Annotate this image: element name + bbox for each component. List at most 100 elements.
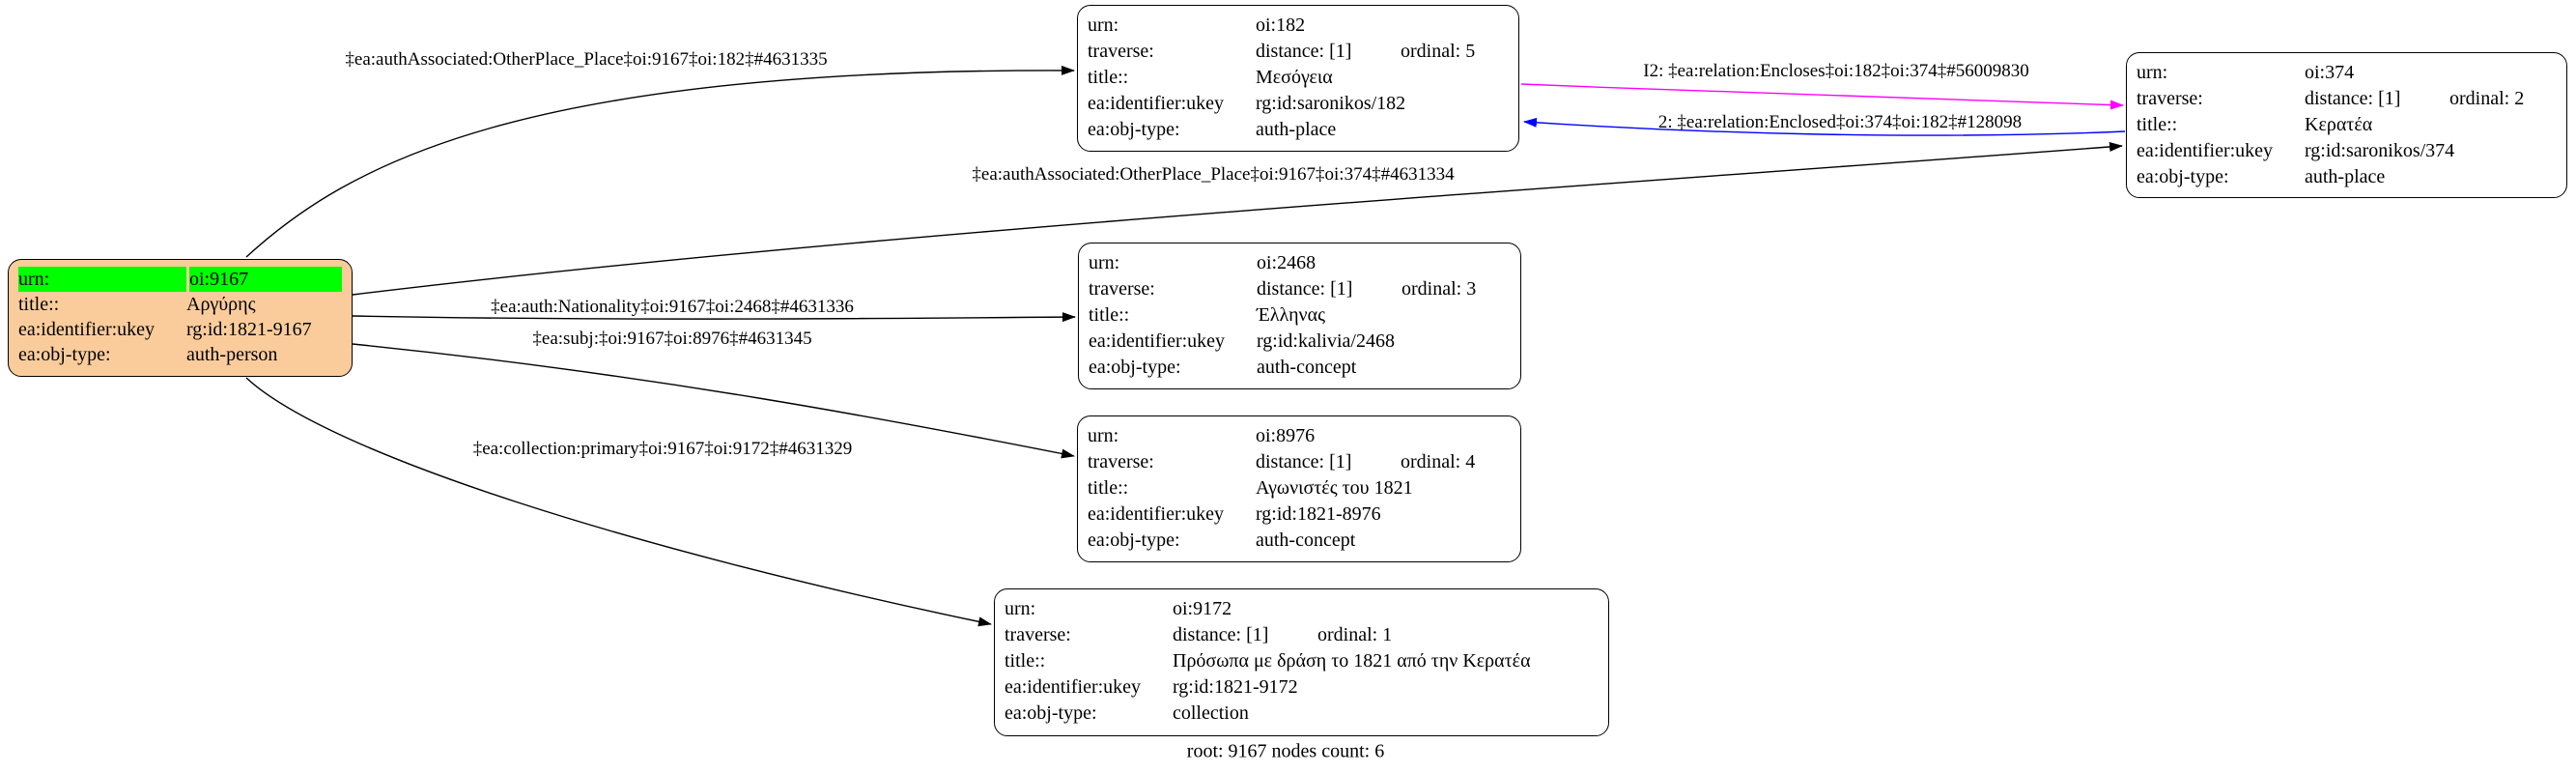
field-row-urn: urn: oi:374 bbox=[2137, 60, 2557, 86]
field-label-objtype: ea:obj-type: bbox=[1089, 357, 1181, 378]
node-oi-182: urn: oi:182 traverse: distance: [1]ordin… bbox=[1077, 5, 1519, 152]
field-value-urn: oi:374 bbox=[2305, 62, 2355, 83]
field-row-title: title:: Αγωνιστές του 1821 bbox=[1088, 475, 1511, 501]
field-label-traverse: traverse: bbox=[1088, 451, 1154, 472]
field-row-objtype: ea:obj-type: auth-concept bbox=[1088, 528, 1511, 554]
field-value-objtype: auth-concept bbox=[1257, 357, 1357, 378]
field-row-traverse: traverse: distance: [1] ordinal: 4 bbox=[1088, 449, 1511, 475]
field-row-objtype: ea:obj-type: auth-place bbox=[1088, 117, 1509, 143]
field-label-objtype: ea:obj-type: bbox=[18, 344, 111, 365]
field-row-ukey: ea:identifier:ukey rg:id:1821-9172 bbox=[1005, 674, 1599, 701]
traverse-distance: distance: [1] bbox=[1257, 278, 1353, 300]
field-label-title: title:: bbox=[1088, 477, 1129, 499]
field-value-title: Μεσόγεια bbox=[1256, 67, 1333, 88]
field-label-traverse: traverse: bbox=[1005, 624, 1071, 645]
field-value-ukey: rg:id:kalivia/2468 bbox=[1257, 330, 1395, 352]
field-row-urn: urn: oi:182 bbox=[1088, 13, 1509, 39]
edge-9167-374 bbox=[352, 141, 2123, 296]
traverse-distance: distance: [1] bbox=[1256, 451, 1352, 472]
field-label-title: title:: bbox=[1089, 304, 1130, 326]
field-value-title: Κερατέα bbox=[2305, 114, 2373, 135]
field-label-title: title:: bbox=[1005, 650, 1046, 672]
field-row-urn: urn: oi:9167 bbox=[18, 267, 342, 292]
node-oi-374: urn: oi:374 traverse: distance: [1] ordin… bbox=[2126, 52, 2567, 198]
field-value-ukey: rg:id:1821-9172 bbox=[1173, 676, 1298, 698]
field-value-title: Πρόσωπα με δράση το 1821 από την Κερατέα bbox=[1173, 650, 1531, 672]
edge-label-9167-182: ‡ea:authAssociated:OtherPlace_Place‡oi:9… bbox=[345, 49, 828, 70]
field-value-urn: oi:9172 bbox=[1173, 598, 1232, 619]
node-oi-9167: urn: oi:9167 title:: Αργύρης ea:identifi… bbox=[8, 259, 353, 377]
field-value-objtype: collection bbox=[1173, 702, 1249, 724]
field-label-ukey: ea:identifier:ukey bbox=[2137, 140, 2274, 161]
field-value-objtype: auth-place bbox=[1256, 119, 1337, 140]
field-label-ukey: ea:identifier:ukey bbox=[1088, 503, 1225, 525]
field-value-urn: oi:9167 bbox=[189, 267, 342, 292]
field-value-urn: oi:2468 bbox=[1257, 252, 1316, 273]
field-label-objtype: ea:obj-type: bbox=[1005, 702, 1097, 724]
field-label-urn: urn: bbox=[2137, 62, 2168, 83]
field-row-objtype: ea:obj-type: auth-person bbox=[18, 342, 342, 367]
field-label-ukey: ea:identifier:ukey bbox=[1005, 676, 1142, 698]
traverse-ordinal: ordinal: 4 bbox=[1401, 451, 1476, 472]
node-oi-2468: urn: oi:2468 traverse: distance: [1] ordi… bbox=[1078, 243, 1521, 389]
field-row-traverse: traverse: distance: [1]ordinal: 5 bbox=[1088, 39, 1509, 65]
field-label-objtype: ea:obj-type: bbox=[2137, 166, 2229, 187]
field-row-traverse: traverse: distance: [1]ordinal: 1 bbox=[1005, 622, 1599, 648]
field-value-traverse: distance: [1] ordinal: 2 bbox=[2305, 86, 2557, 112]
field-row-title: title:: Πρόσωπα με δράση το 1821 από την… bbox=[1005, 648, 1599, 674]
field-row-traverse: traverse: distance: [1] ordinal: 2 bbox=[2137, 86, 2557, 112]
field-label-title: title:: bbox=[18, 294, 60, 315]
field-label-urn: urn: bbox=[18, 267, 186, 292]
field-value-ukey: rg:id:saronikos/374 bbox=[2305, 140, 2455, 161]
field-row-objtype: ea:obj-type: auth-place bbox=[2137, 164, 2557, 190]
field-label-urn: urn: bbox=[1088, 14, 1119, 36]
field-label-ukey: ea:identifier:ukey bbox=[18, 319, 156, 340]
edge-label-9167-8976: ‡ea:subj:‡oi:9167‡oi:8976‡#4631345 bbox=[532, 329, 812, 349]
field-value-traverse: distance: [1] ordinal: 4 bbox=[1256, 449, 1511, 475]
edge-9167-9172 bbox=[245, 377, 992, 627]
field-value-objtype: auth-person bbox=[186, 344, 278, 365]
field-value-title: Έλληνας bbox=[1257, 304, 1325, 326]
field-row-title: title:: Έλληνας bbox=[1089, 302, 1511, 329]
traverse-distance: distance: [1] bbox=[2305, 88, 2401, 109]
edge-label-9167-2468: ‡ea:auth:Nationality‡oi:9167‡oi:2468‡#46… bbox=[491, 297, 854, 317]
field-value-objtype: auth-concept bbox=[1256, 530, 1356, 551]
field-label-ukey: ea:identifier:ukey bbox=[1089, 330, 1226, 352]
field-value-urn: oi:8976 bbox=[1256, 425, 1316, 446]
field-label-urn: urn: bbox=[1005, 598, 1036, 619]
field-label-urn: urn: bbox=[1088, 425, 1119, 446]
node-oi-9172: urn: oi:9172 traverse: distance: [1]ordi… bbox=[994, 588, 1609, 736]
traverse-ordinal: ordinal: 1 bbox=[1317, 624, 1393, 645]
field-value-title: Αγωνιστές του 1821 bbox=[1256, 477, 1413, 499]
edge-label-374-182-enclosed: 2: ‡ea:relation:Enclosed‡oi:374‡oi:182‡#… bbox=[1657, 112, 2023, 132]
edge-label-9167-374: ‡ea:authAssociated:OtherPlace_Place‡oi:9… bbox=[972, 164, 1455, 185]
field-row-ukey: ea:identifier:ukey rg:id:saronikos/374 bbox=[2137, 138, 2557, 164]
field-label-traverse: traverse: bbox=[1089, 278, 1155, 300]
field-row-objtype: ea:obj-type: collection bbox=[1005, 701, 1599, 727]
field-row-traverse: traverse: distance: [1] ordinal: 3 bbox=[1089, 276, 1511, 302]
edge-9167-8976 bbox=[352, 343, 1075, 459]
edge-9167-2468 bbox=[352, 312, 1076, 323]
traverse-ordinal: ordinal: 3 bbox=[1401, 278, 1477, 300]
field-row-objtype: ea:obj-type: auth-concept bbox=[1089, 355, 1511, 381]
traverse-ordinal: ordinal: 5 bbox=[1401, 41, 1476, 62]
field-value-ukey: rg:id:1821-9167 bbox=[186, 319, 312, 340]
field-row-ukey: ea:identifier:ukey rg:id:1821-9167 bbox=[18, 317, 342, 342]
field-value-ukey: rg:id:saronikos/182 bbox=[1256, 93, 1406, 114]
field-label-urn: urn: bbox=[1089, 252, 1120, 273]
traverse-ordinal: ordinal: 2 bbox=[2449, 88, 2525, 109]
edge-9167-182 bbox=[245, 65, 1075, 258]
field-value-traverse: distance: [1] ordinal: 3 bbox=[1257, 276, 1511, 302]
field-row-ukey: ea:identifier:ukey rg:id:saronikos/182 bbox=[1088, 91, 1509, 117]
field-value-traverse: distance: [1]ordinal: 5 bbox=[1256, 39, 1509, 65]
node-oi-8976: urn: oi:8976 traverse: distance: [1] ordi… bbox=[1077, 415, 1521, 562]
field-label-title: title:: bbox=[1088, 67, 1129, 88]
edge-182-374-encloses bbox=[1520, 83, 2124, 110]
field-label-traverse: traverse: bbox=[1088, 41, 1154, 62]
field-value-ukey: rg:id:1821-8976 bbox=[1256, 503, 1381, 525]
field-label-traverse: traverse: bbox=[2137, 88, 2203, 109]
field-label-objtype: ea:obj-type: bbox=[1088, 530, 1180, 551]
field-row-ukey: ea:identifier:ukey rg:id:kalivia/2468 bbox=[1089, 329, 1511, 355]
